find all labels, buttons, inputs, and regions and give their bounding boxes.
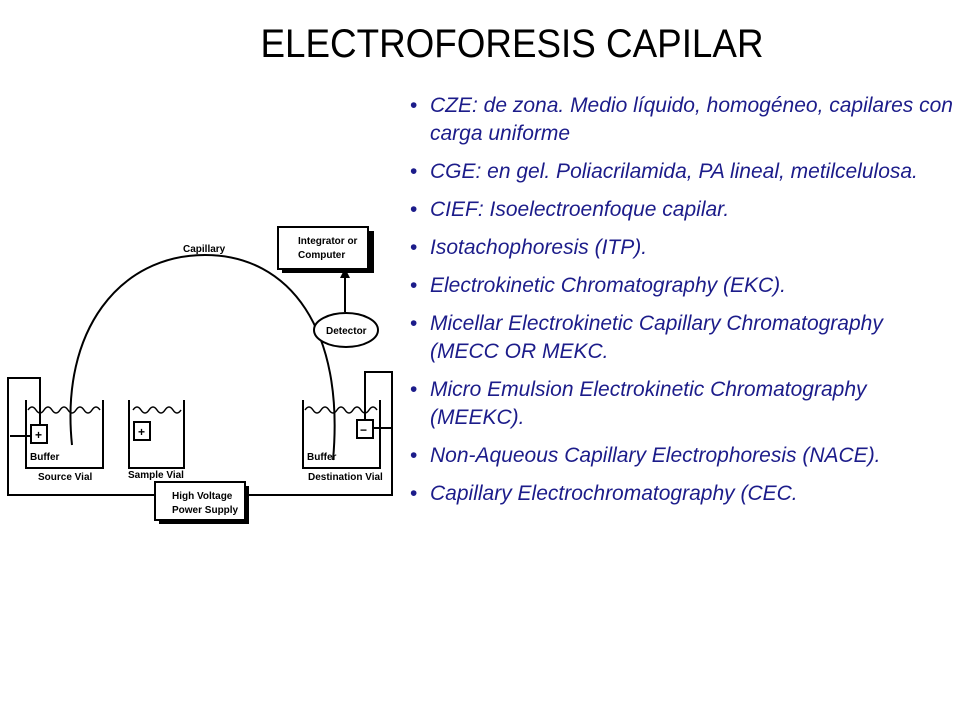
destination-minus-icon: − bbox=[360, 423, 367, 437]
bullet-text: Isotachophoresis (ITP). bbox=[430, 236, 648, 259]
buffer-left-label: Buffer bbox=[30, 452, 60, 463]
bullet-item: • Non-Aqueous Capillary Electrophoresis … bbox=[410, 442, 955, 470]
bullet-item: • Micellar Electrokinetic Capillary Chrom… bbox=[410, 310, 955, 366]
bullet-item: • Isotachophoresis (ITP). bbox=[410, 234, 955, 262]
source-vial bbox=[25, 400, 104, 469]
capillary-electrophoresis-diagram: Capillary Integrator or Computer Detecto… bbox=[7, 226, 393, 524]
bullet-item: • CGE: en gel. Poliacrilamida, PA lineal,… bbox=[410, 158, 955, 186]
bullet-item: • CIEF: Isoelectroenfoque capilar. bbox=[410, 196, 955, 224]
bullet-item: • Electrokinetic Chromatography (EKC). bbox=[410, 272, 955, 300]
sample-vial-label: Sample Vial bbox=[128, 470, 184, 481]
bullet-list: • CZE: de zona. Medio líquido, homogéneo,… bbox=[410, 92, 955, 518]
capillary-tube bbox=[69, 253, 336, 461]
integrator-box bbox=[277, 226, 369, 270]
bullet-dot-icon: • bbox=[410, 482, 418, 505]
detector-ellipse bbox=[313, 312, 379, 348]
destination-vial bbox=[302, 400, 381, 469]
bullet-text: CZE: de zona. Medio líquido, homogéneo, … bbox=[430, 94, 953, 145]
bullet-item: • Capillary Electrochromatography (CEC. bbox=[410, 480, 955, 508]
left-wire bbox=[7, 377, 155, 496]
bullet-text: CGE: en gel. Poliacrilamida, PA lineal, … bbox=[430, 160, 918, 183]
bullet-dot-icon: • bbox=[410, 94, 418, 117]
source-buffer-wave bbox=[27, 406, 101, 414]
sample-plus-icon: + bbox=[138, 425, 145, 439]
bullet-dot-icon: • bbox=[410, 236, 418, 259]
bullet-text: Electrokinetic Chromatography (EKC). bbox=[430, 274, 786, 297]
sample-buffer-wave bbox=[132, 406, 182, 414]
power-supply-box bbox=[154, 481, 246, 521]
bullet-item: • CZE: de zona. Medio líquido, homogéneo,… bbox=[410, 92, 955, 148]
bullet-text: Capillary Electrochromatography (CEC. bbox=[430, 482, 798, 505]
bullet-dot-icon: • bbox=[410, 312, 418, 335]
destination-vial-label: Destination Vial bbox=[308, 472, 383, 483]
bullet-text: Micro Emulsion Electrokinetic Chromatogr… bbox=[430, 378, 867, 429]
integrator-label-line2: Computer bbox=[298, 250, 345, 261]
capillary-label: Capillary bbox=[183, 244, 226, 255]
bullet-dot-icon: • bbox=[410, 444, 418, 467]
bullet-item: • Micro Emulsion Electrokinetic Chromatog… bbox=[410, 376, 955, 432]
sample-vial bbox=[128, 400, 185, 469]
bullet-dot-icon: • bbox=[410, 274, 418, 297]
bullet-text: CIEF: Isoelectroenfoque capilar. bbox=[430, 198, 730, 221]
buffer-right-label: Buffer bbox=[307, 452, 337, 463]
arrowhead-icon bbox=[340, 268, 350, 278]
bullet-text: Non-Aqueous Capillary Electrophoresis (N… bbox=[430, 444, 881, 467]
bullet-text: Micellar Electrokinetic Capillary Chroma… bbox=[430, 312, 883, 363]
integrator-label-line1: Integrator or bbox=[298, 236, 358, 247]
power-supply-label-line2: Power Supply bbox=[172, 505, 239, 516]
detector-label: Detector bbox=[326, 326, 367, 337]
bullet-dot-icon: • bbox=[410, 160, 418, 183]
source-plus-icon: + bbox=[35, 428, 42, 442]
right-wire bbox=[245, 371, 393, 496]
bullet-dot-icon: • bbox=[410, 198, 418, 221]
source-vial-label: Source Vial bbox=[38, 472, 93, 483]
bullet-dot-icon: • bbox=[410, 378, 418, 401]
destination-buffer-wave bbox=[304, 406, 378, 414]
power-supply-label-line1: High Voltage bbox=[172, 491, 233, 502]
slide-title: ELECTROFORESIS CAPILAR bbox=[260, 22, 764, 66]
sample-electrode bbox=[133, 421, 151, 441]
